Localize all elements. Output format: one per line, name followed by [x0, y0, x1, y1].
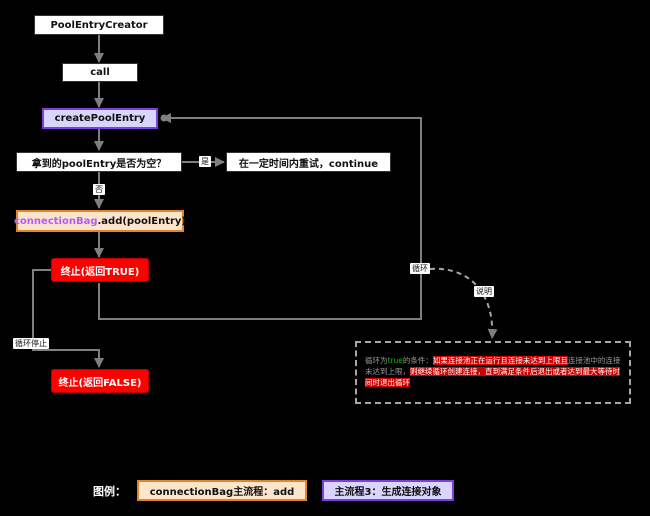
node-pool-entry-creator: PoolEntryCreator	[34, 15, 164, 35]
node-call: call	[62, 63, 138, 82]
note-part2: true	[387, 356, 403, 365]
edge-loop-stop	[32, 269, 104, 368]
note-part1: 循环为	[365, 356, 388, 365]
legend-purple-box: 主流程3：生成连接对象	[322, 480, 454, 501]
edge-label-yes: 是	[199, 156, 211, 167]
loop-junction-dot	[160, 114, 168, 122]
node-end-true-label: 终止(返回TRUE)	[60, 266, 140, 278]
legend-orange-box: connectionBag主流程：add	[137, 480, 307, 501]
node-call-label: call	[90, 67, 110, 78]
note-part6: 则继续循环创建连接，直到满足条件后退出	[410, 367, 553, 376]
node-end-false: 终止(返回FALSE)	[51, 369, 149, 393]
edge-label-loop: 循环	[410, 263, 430, 274]
node-add-rest: .add(poolEntry)	[97, 215, 186, 227]
node-create-pool-entry: createPoolEntry	[42, 108, 158, 129]
legend-key: 图例：	[93, 485, 126, 498]
edge-label-no: 否	[93, 184, 105, 195]
note-part4: 如果连接池正在运行且连接未达到上限且	[432, 356, 568, 365]
node-add-highlight: connectionBag	[14, 215, 98, 227]
node-retry: 在一定时间内重试，continue	[226, 152, 391, 172]
node-create-pool-entry-label: createPoolEntry	[54, 113, 146, 124]
node-decision: 拿到的poolEntry是否为空？	[16, 152, 182, 172]
node-end-true: 终止(返回TRUE)	[51, 258, 149, 282]
edge-note-explain	[420, 267, 498, 339]
node-end-false-label: 终止(返回FALSE)	[58, 377, 142, 389]
note-part5: 连接池中的连接未达到上限，	[365, 356, 621, 376]
legend-orange-label: connectionBag主流程：add	[149, 487, 295, 498]
note-part3: 的条件：	[402, 356, 433, 365]
node-decision-label: 拿到的poolEntry是否为空？	[31, 158, 167, 170]
edge-label-explain: 说明	[474, 286, 494, 297]
legend-purple-label: 主流程3：生成连接对象	[334, 487, 442, 498]
node-pool-entry-creator-label: PoolEntryCreator	[50, 19, 148, 31]
node-retry-label: 在一定时间内重试，continue	[238, 158, 379, 170]
edge-label-loop-stop: 循环停止	[13, 338, 49, 349]
edge-loop-back	[98, 113, 422, 320]
node-connection-bag-add: connectionBag.add(poolEntry)	[14, 210, 186, 232]
note-box: 循环为true的条件：如果连接池正在运行且连接未达到上限且连接池中的连接未达到上…	[355, 341, 631, 404]
